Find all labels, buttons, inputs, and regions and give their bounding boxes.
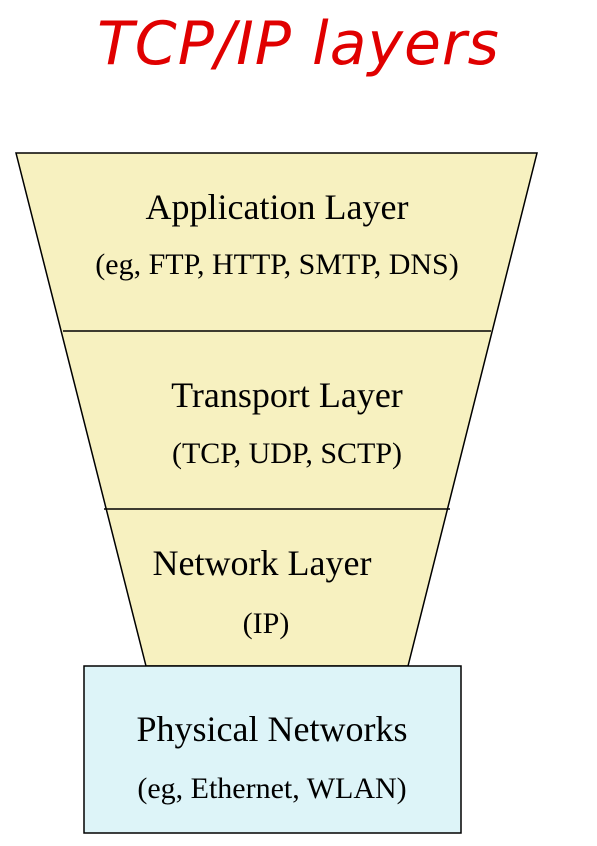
transport-layer: Transport Layer (TCP, UDP, SCTP) [171, 375, 403, 470]
physical-networks-examples: (eg, Ethernet, WLAN) [137, 772, 406, 805]
application-layer: Application Layer (eg, FTP, HTTP, SMTP, … [95, 187, 458, 281]
physical-networks-name: Physical Networks [137, 709, 408, 749]
network-layer-protocols: (IP) [243, 607, 290, 640]
network-layer: Network Layer (IP) [153, 543, 372, 640]
diagram-title: TCP/IP layers [97, 9, 500, 79]
physical-networks-box [83, 665, 462, 834]
application-layer-protocols: (eg, FTP, HTTP, SMTP, DNS) [95, 248, 458, 281]
application-layer-name: Application Layer [146, 187, 409, 227]
transport-layer-name: Transport Layer [171, 375, 403, 415]
network-layer-name: Network Layer [153, 543, 372, 583]
transport-layer-protocols: (TCP, UDP, SCTP) [172, 437, 402, 470]
